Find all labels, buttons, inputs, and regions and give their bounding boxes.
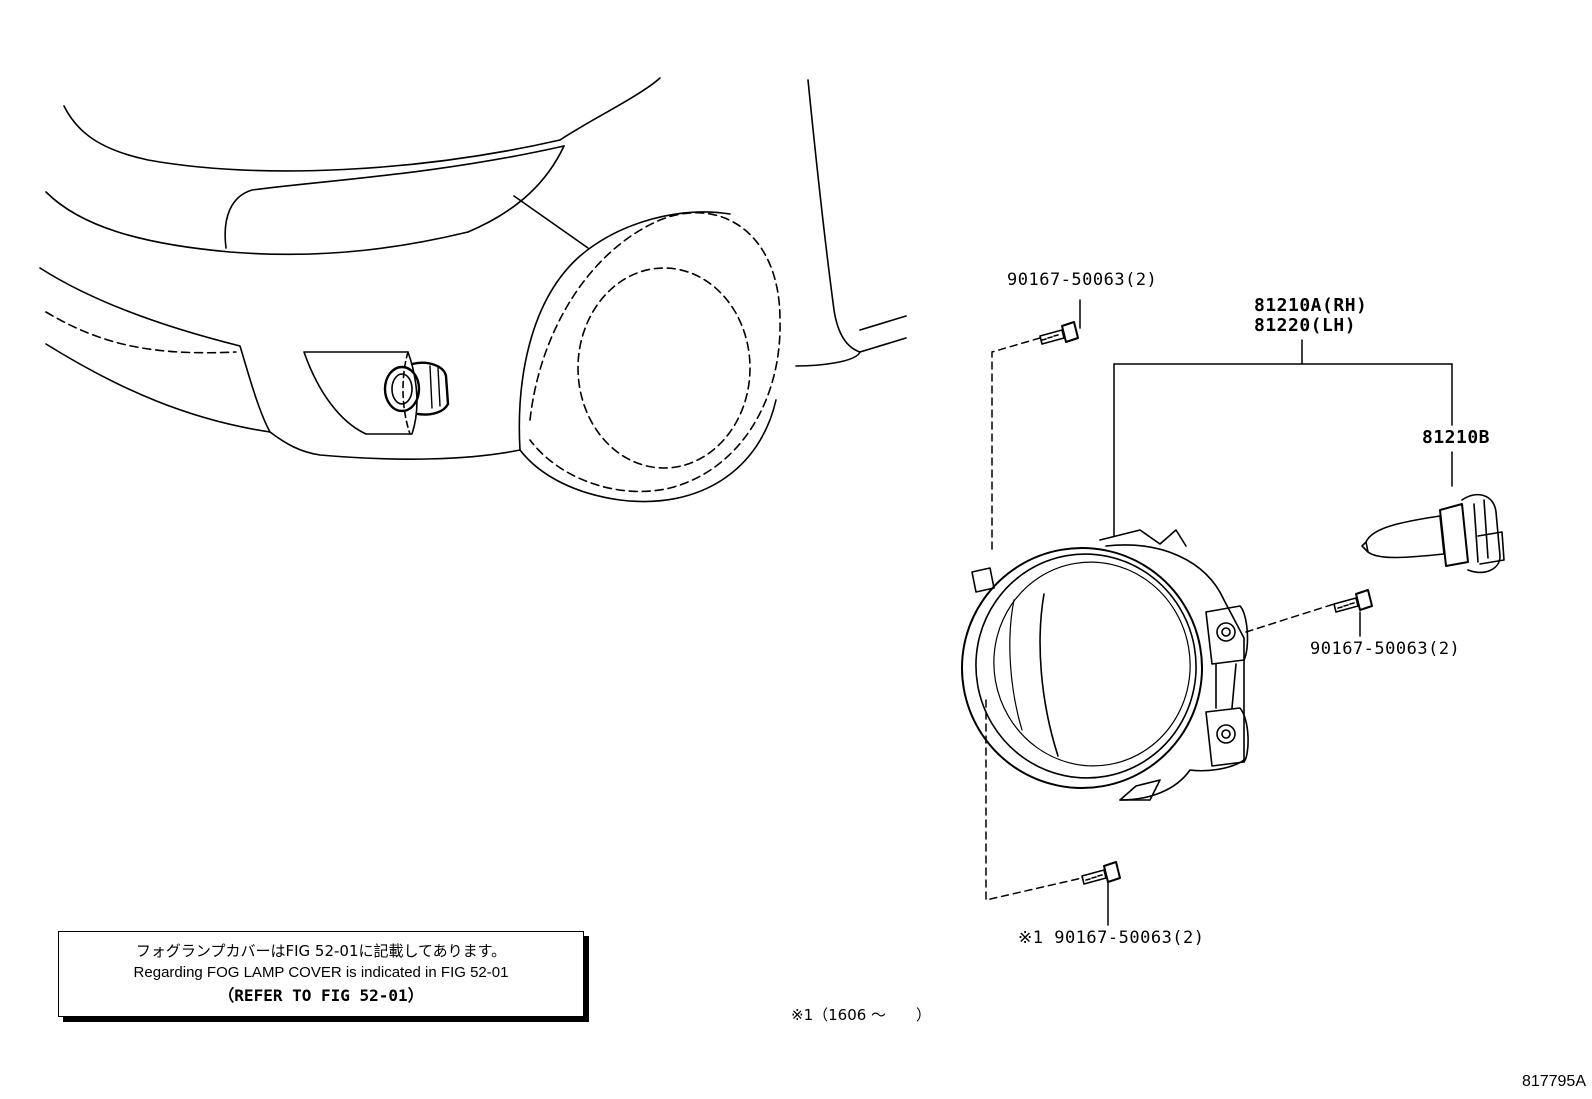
bolt-bottom-icon [1081, 861, 1121, 885]
callout-lamp-rh: 81210A(RH) [1254, 295, 1368, 316]
fog-lamp-assembly-icon [961, 529, 1249, 801]
note-box: フォグランプカバーはFIG 52-01に記載してあります。 Regarding … [58, 931, 584, 1017]
callout-bulb: 81210B [1422, 427, 1491, 448]
footnote: ※1（1606 ～ ） [791, 1006, 932, 1024]
callout-lamp-lh: 81220(LH) [1254, 315, 1357, 336]
note-reference: （REFER TO FIG 52-01） [218, 986, 424, 1005]
vehicle-front-illustration [39, 77, 907, 503]
note-japanese: フォグランプカバーはFIG 52-01に記載してあります。 [135, 942, 507, 960]
figure-id: 817795A [1521, 1073, 1586, 1090]
bolt-top-icon [1039, 321, 1079, 345]
callout-bolt-bottom: ※1 90167-50063(2) [1018, 928, 1205, 948]
bolt-right-icon [1333, 589, 1373, 613]
note-english: Regarding FOG LAMP COVER is indicated in… [133, 964, 509, 981]
bulb-icon [1361, 493, 1505, 574]
leader-lines [1079, 299, 1453, 926]
callout-bolt-right: 90167-50063(2) [1310, 639, 1461, 659]
callout-bolt-top: 90167-50063(2) [1007, 270, 1158, 290]
installation-dashed-lines [985, 337, 1335, 901]
